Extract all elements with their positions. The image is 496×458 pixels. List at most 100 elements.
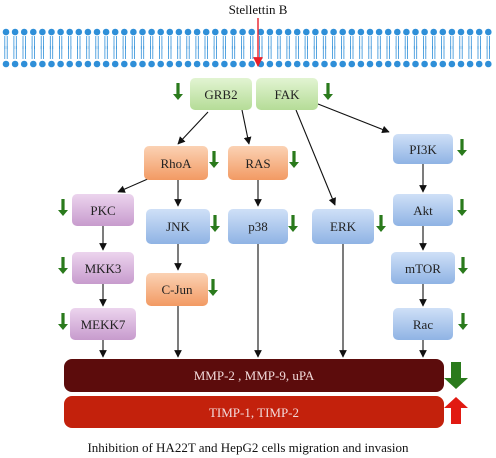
lipid-head xyxy=(166,60,174,68)
node-jnk-label: JNK xyxy=(166,219,190,234)
lipid-head xyxy=(221,28,228,36)
node-mekk7: MEKK7 xyxy=(70,308,136,340)
lipid-head xyxy=(111,28,119,36)
lipid-head xyxy=(284,60,292,68)
node-mekk7-label: MEKK7 xyxy=(81,317,126,332)
node-pi3k-label: PI3K xyxy=(409,142,437,157)
lipid-head xyxy=(157,60,164,68)
lipid-head xyxy=(303,60,310,68)
lipid-head xyxy=(357,28,365,36)
lipid-head xyxy=(184,28,192,36)
lipid-head xyxy=(84,28,92,36)
down-arrow-icon-jnk xyxy=(210,215,220,232)
lipid-head xyxy=(430,60,438,68)
node-mtor-label: mTOR xyxy=(405,261,441,276)
lipid-head xyxy=(93,60,101,68)
lipid-head xyxy=(102,60,110,68)
lipid-head xyxy=(384,60,392,68)
lipid-head xyxy=(221,60,228,68)
lipid-head xyxy=(430,28,438,36)
lipid-head xyxy=(366,60,374,68)
node-rhoa: RhoA xyxy=(144,146,208,180)
lipid-head xyxy=(11,28,19,36)
lipid-head xyxy=(257,28,265,36)
lipid-head xyxy=(348,60,356,68)
node-p38-label: p38 xyxy=(248,219,268,234)
lipid-head xyxy=(30,60,37,68)
lipid-head xyxy=(139,28,146,36)
lipid-head xyxy=(39,28,46,36)
lipid-head xyxy=(212,28,219,36)
lipid-head xyxy=(230,28,237,36)
lipid-head xyxy=(439,60,447,68)
lipid-head xyxy=(66,28,73,36)
down-arrow-icon-rhoa xyxy=(209,151,219,168)
lipid-head xyxy=(130,28,137,36)
lipid-head xyxy=(466,28,474,36)
node-mkk3-label: MKK3 xyxy=(85,261,122,276)
lipid-head xyxy=(193,28,201,36)
node-akt-label: Akt xyxy=(413,203,433,218)
lipid-head xyxy=(394,60,401,68)
node-fak: FAK xyxy=(256,78,318,110)
lipid-head xyxy=(303,28,310,36)
lipid-head xyxy=(475,28,483,36)
upregulated-outcome-text: TIMP-1, TIMP-2 xyxy=(209,405,299,420)
lipid-head xyxy=(2,28,10,36)
node-p38: p38 xyxy=(228,209,288,244)
node-mkk3: MKK3 xyxy=(72,252,134,284)
lipid-head xyxy=(457,28,465,36)
lipid-head xyxy=(84,60,92,68)
cell-membrane xyxy=(2,28,492,68)
lipid-head xyxy=(93,28,101,36)
arrow-grb2-ras xyxy=(241,109,252,145)
lipid-head xyxy=(339,60,347,68)
lipid-head xyxy=(202,60,210,68)
lipid-head xyxy=(293,60,301,68)
node-rac: Rac xyxy=(393,308,453,340)
lipid-head xyxy=(184,60,192,68)
big-down-arrow-icon xyxy=(444,362,468,389)
lipid-head xyxy=(448,60,456,68)
lipid-head xyxy=(111,60,119,68)
lipid-head xyxy=(248,28,255,36)
node-jnk: JNK xyxy=(146,209,210,244)
lipid-head xyxy=(266,60,274,68)
down-arrow-icon-ras xyxy=(289,151,299,168)
node-ras-label: RAS xyxy=(245,156,270,171)
node-rhoa-label: RhoA xyxy=(160,156,192,171)
lipid-head xyxy=(175,60,183,68)
down-arrow-icon-mekk7 xyxy=(58,313,68,330)
lipid-head xyxy=(330,60,337,68)
node-rac-label: Rac xyxy=(413,317,433,332)
node-grb2: GRB2 xyxy=(190,78,252,110)
lipid-head xyxy=(275,28,283,36)
down-arrow-icon-rac xyxy=(458,313,468,330)
arrow-rhoa-pkc xyxy=(117,177,151,193)
node-cjun: C-Jun xyxy=(146,273,208,306)
lipid-head xyxy=(139,60,146,68)
lipid-head xyxy=(412,60,419,68)
lipid-head xyxy=(321,60,328,68)
lipid-head xyxy=(20,60,28,68)
down-arrow-icon-cjun xyxy=(208,279,218,296)
down-arrow-icon-pi3k xyxy=(457,139,467,156)
lipid-head xyxy=(239,60,246,68)
lipid-head xyxy=(312,60,319,68)
lipid-head xyxy=(130,60,137,68)
lipid-head xyxy=(375,28,383,36)
lipid-head xyxy=(175,28,183,36)
lipid-head xyxy=(312,28,319,36)
lipid-head xyxy=(121,60,128,68)
lipid-head xyxy=(212,60,219,68)
lipid-head xyxy=(48,28,55,36)
lipid-head xyxy=(11,60,19,68)
lipid-head xyxy=(193,60,201,68)
arrow-grb2-rhoa xyxy=(177,111,209,145)
lipid-head xyxy=(230,60,237,68)
node-grb2-label: GRB2 xyxy=(204,87,237,102)
node-pkc: PKC xyxy=(72,194,134,226)
lipid-head xyxy=(48,60,55,68)
lipid-head xyxy=(202,28,210,36)
